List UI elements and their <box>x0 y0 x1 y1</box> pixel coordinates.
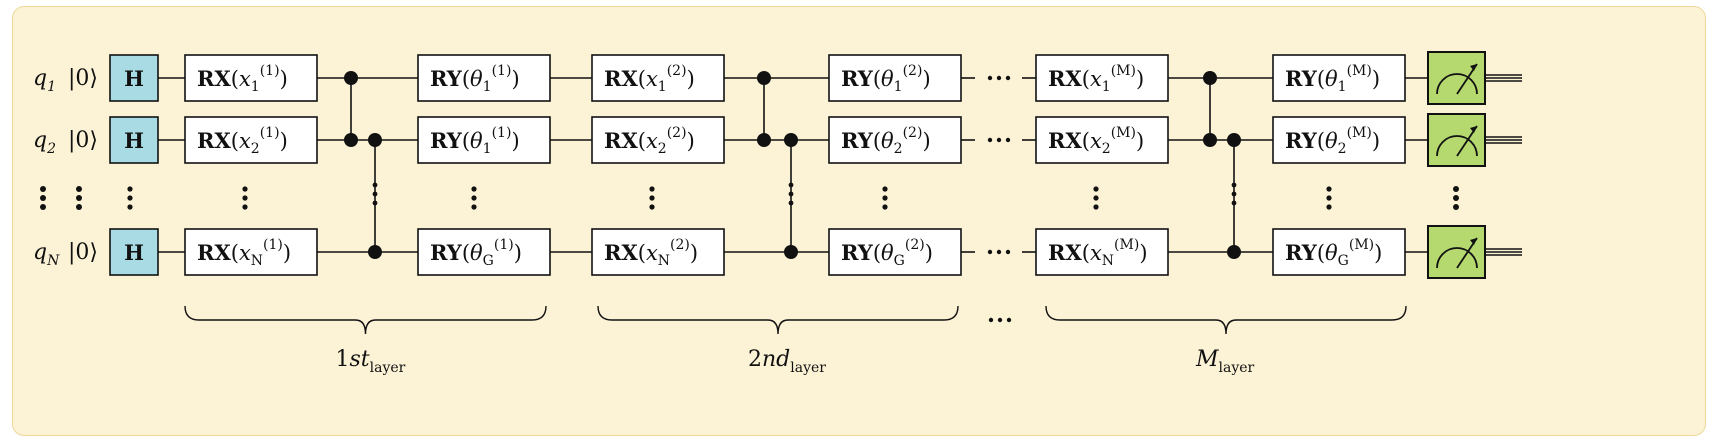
ry-gate-label: RY(θG(M)) <box>1285 237 1382 269</box>
hadamard-label: H <box>124 66 144 91</box>
layer-label: 2ndlayer <box>748 347 826 376</box>
layer-label: Mlayer <box>1195 347 1255 376</box>
rx-gate-label: RX(x1(2)) <box>604 63 695 95</box>
vertical-ellipsis-icon <box>788 182 794 206</box>
layer-label: 1stlayer <box>336 347 406 376</box>
hadamard-gate <box>109 54 159 102</box>
rx-gate-label: RX(x1(1)) <box>197 63 288 95</box>
qubit-label-2: q2 <box>33 128 56 157</box>
control-dot-icon <box>1203 71 1217 85</box>
hadamard-gate <box>109 228 159 276</box>
measurement-meter-icon <box>1427 51 1486 105</box>
rx-gate <box>1035 116 1169 164</box>
control-dot-icon <box>1227 245 1241 259</box>
ry-gate <box>828 116 962 164</box>
vertical-ellipsis-icon <box>471 186 477 210</box>
ry-gate <box>417 54 551 102</box>
vertical-ellipsis-icon <box>76 186 82 210</box>
horizontal-ellipsis-icon <box>987 75 1011 81</box>
ry-gate-label: RY(θ2(2)) <box>841 125 931 157</box>
ry-gate <box>828 54 962 102</box>
rx-gate-label: RX(x2(1)) <box>197 125 288 157</box>
rx-gate <box>184 54 318 102</box>
ry-gate-label: RY(θ1(1)) <box>430 125 520 157</box>
vertical-ellipsis-icon <box>1093 186 1099 210</box>
rx-gate-label: RX(xN(2)) <box>604 237 698 269</box>
rx-gate <box>591 116 725 164</box>
horizontal-ellipsis-icon <box>987 137 1011 143</box>
control-dot-icon <box>1227 133 1241 147</box>
vertical-ellipsis-icon <box>372 182 378 206</box>
vertical-ellipsis-icon <box>242 186 248 210</box>
vertical-ellipsis-icon <box>1326 186 1332 210</box>
hadamard-label: H <box>124 240 144 265</box>
vertical-ellipsis-icon <box>1231 182 1237 206</box>
control-dot-icon <box>757 71 771 85</box>
hadamard-label: H <box>124 128 144 153</box>
ry-gate <box>1272 54 1406 102</box>
control-dot-icon <box>1203 133 1217 147</box>
ry-gate-label: RY(θ1(2)) <box>841 63 931 95</box>
ket-zero-1: |0⟩ <box>68 66 98 91</box>
ry-gate-label: RY(θ1(1)) <box>430 63 520 95</box>
qubit-label-3: qN <box>33 240 60 269</box>
rx-gate <box>1035 228 1169 276</box>
qubit-label-1: q1 <box>33 66 56 95</box>
rx-gate <box>1035 54 1169 102</box>
control-dot-icon <box>757 133 771 147</box>
rx-gate-label: RX(xN(1)) <box>197 237 291 269</box>
layer-brace <box>1045 305 1407 335</box>
control-dot-icon <box>344 133 358 147</box>
ry-gate <box>417 228 551 276</box>
measurement-meter-icon <box>1427 113 1486 167</box>
vertical-ellipsis-icon <box>882 186 888 210</box>
ry-gate-label: RY(θ2(M)) <box>1285 125 1380 157</box>
control-dot-icon <box>784 245 798 259</box>
ry-gate <box>417 116 551 164</box>
rx-gate-label: RX(x1(M)) <box>1048 63 1144 95</box>
ket-zero-3: |0⟩ <box>68 240 98 265</box>
measurement-meter-icon <box>1427 225 1486 279</box>
rx-gate <box>184 116 318 164</box>
rx-gate <box>184 228 318 276</box>
horizontal-ellipsis-icon <box>987 249 1011 255</box>
ry-gate-label: RY(θ1(M)) <box>1285 63 1380 95</box>
ry-gate-label: RY(θG(2)) <box>841 237 933 269</box>
ket-zero-2: |0⟩ <box>68 128 98 153</box>
rx-gate <box>591 228 725 276</box>
control-dot-icon <box>784 133 798 147</box>
vertical-ellipsis-icon <box>40 186 46 210</box>
control-dot-icon <box>344 71 358 85</box>
rx-gate <box>591 54 725 102</box>
layer-brace <box>184 305 547 335</box>
hadamard-gate <box>109 116 159 164</box>
ry-gate-label: RY(θG(1)) <box>430 237 522 269</box>
rx-gate-label: RX(xN(M)) <box>1048 237 1148 269</box>
layer-brace <box>597 305 959 335</box>
vertical-ellipsis-icon <box>649 186 655 210</box>
vertical-ellipsis-icon <box>127 186 133 210</box>
rx-gate-label: RX(x2(2)) <box>604 125 695 157</box>
ry-gate <box>828 228 962 276</box>
control-dot-icon <box>368 133 382 147</box>
control-dot-icon <box>368 245 382 259</box>
ry-gate <box>1272 228 1406 276</box>
horizontal-ellipsis-icon <box>988 317 1012 323</box>
rx-gate-label: RX(x2(M)) <box>1048 125 1144 157</box>
vertical-ellipsis-icon <box>1453 186 1459 210</box>
ry-gate <box>1272 116 1406 164</box>
